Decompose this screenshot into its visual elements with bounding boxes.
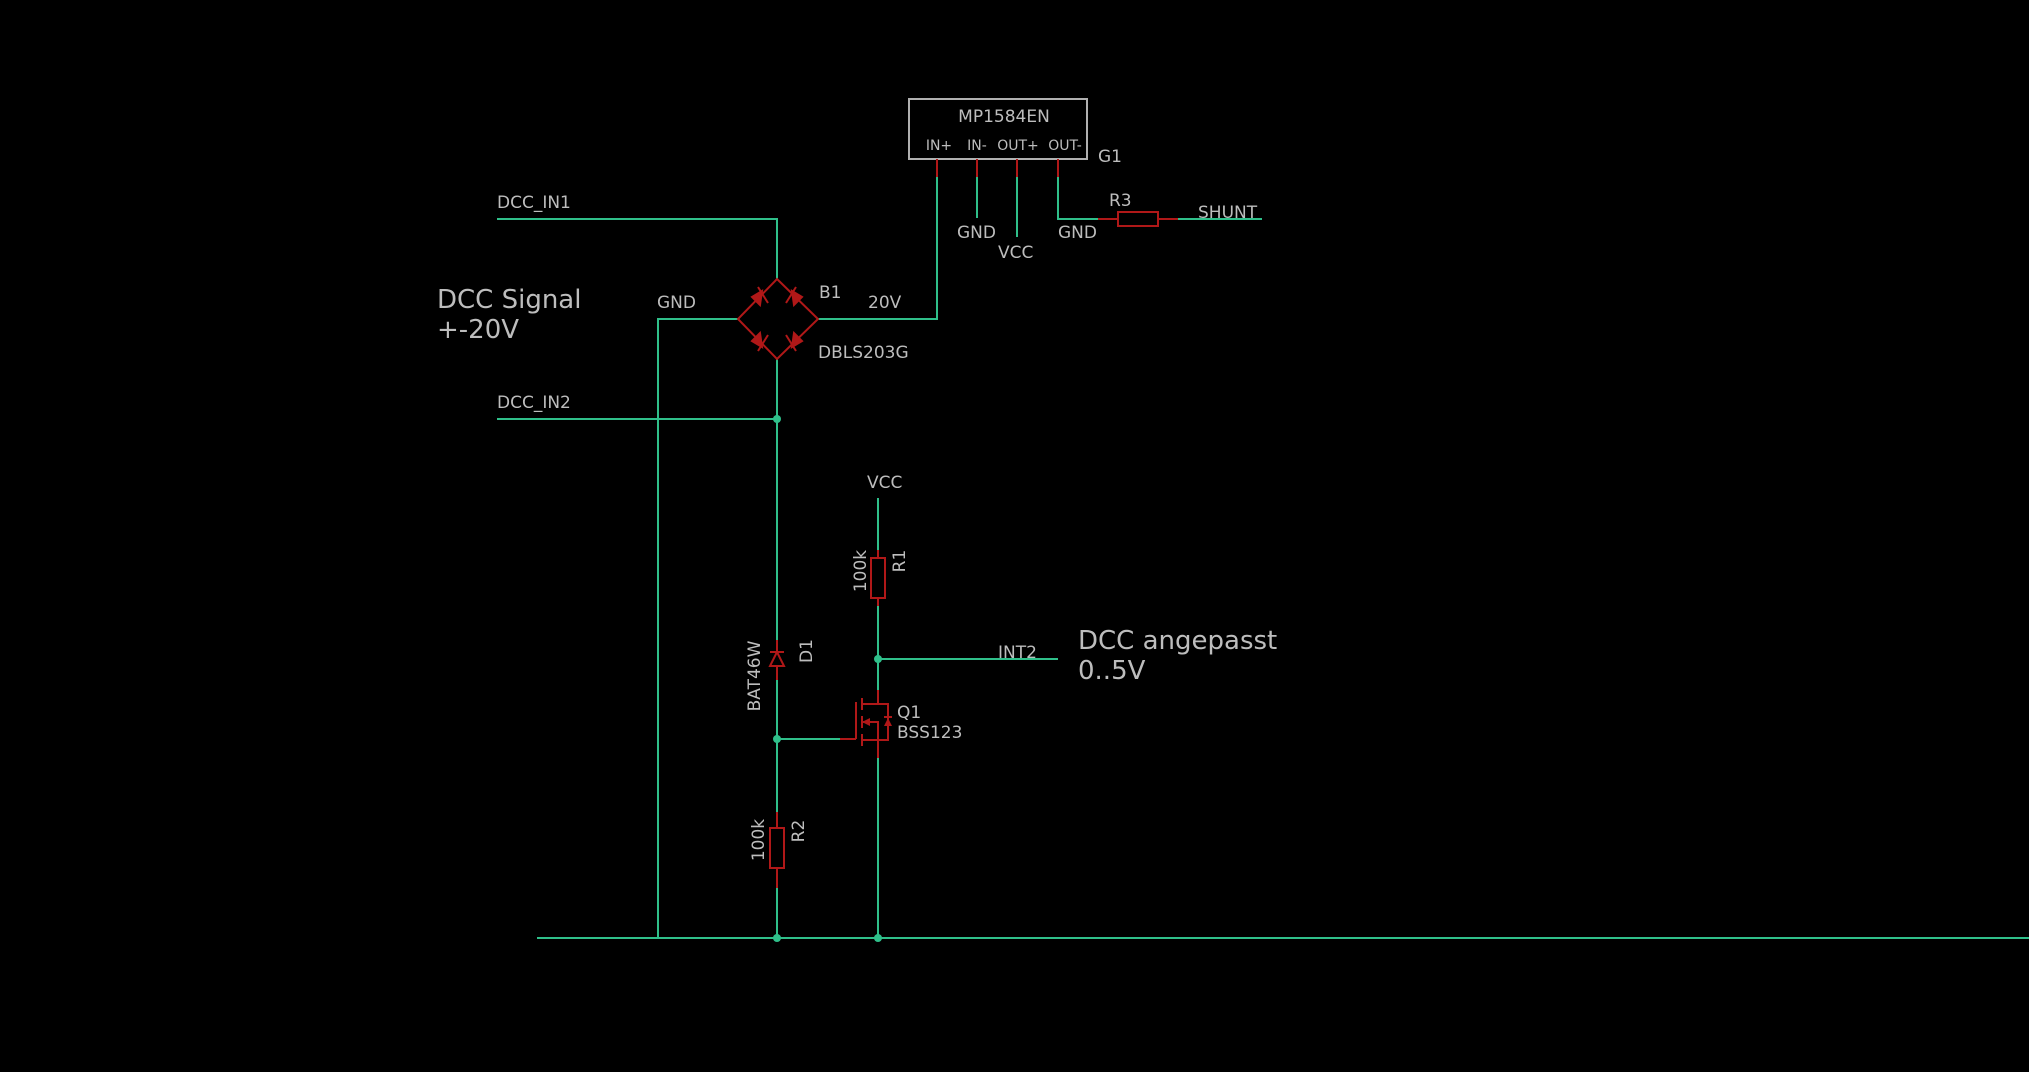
diode-d1-value: BAT46W xyxy=(745,640,765,711)
resistor-r3: R3 xyxy=(1098,191,1178,227)
net-label-vcc-r1: VCC xyxy=(867,473,902,493)
resistor-r2: R2 100k xyxy=(749,812,809,888)
bridge-b1-diode-ll xyxy=(750,330,769,352)
net-label-int2: INT2 xyxy=(998,643,1037,663)
notes: DCC Signal +-20V DCC angepasst 0..5V xyxy=(437,285,1277,686)
module-g1-outline xyxy=(908,98,1088,160)
net-label-gnd-bridge: GND xyxy=(657,293,696,313)
net-label-shunt: SHUNT xyxy=(1198,203,1258,223)
note-dcc-adapted-line1: DCC angepasst xyxy=(1078,626,1277,656)
note-dcc-signal-line2: +-20V xyxy=(437,315,519,345)
mosfet-q1-arrow xyxy=(862,718,870,726)
module-g1: MP1584EN IN+ IN- OUT+ OUT- G1 xyxy=(908,98,1122,177)
junction-dcc-in2 xyxy=(773,415,781,423)
resistor-r2-body xyxy=(769,827,785,869)
resistor-r1-value: 100k xyxy=(851,550,871,592)
pin-out-minus: OUT- xyxy=(1048,138,1082,154)
resistor-r2-value: 100k xyxy=(749,819,769,861)
bridge-b1-name: B1 xyxy=(819,283,841,303)
net-label-vcc-out-plus: VCC xyxy=(998,243,1033,263)
mosfet-q1-body-diode xyxy=(884,718,892,726)
resistor-r1-body xyxy=(870,557,886,599)
resistor-r3-body xyxy=(1117,211,1159,227)
junction-gnd-q1 xyxy=(874,934,882,942)
junctions xyxy=(773,415,882,942)
mosfet-q1-drain xyxy=(862,690,879,705)
resistor-r3-name: R3 xyxy=(1109,191,1132,211)
bridge-b1: B1 DBLS203G xyxy=(736,277,909,363)
mosfet-q1-name: Q1 xyxy=(897,703,921,723)
diode-d1-body xyxy=(768,649,786,667)
resistor-r1: R1 100k xyxy=(851,550,910,606)
mosfet-q1-value: BSS123 xyxy=(897,723,962,743)
net-label-gnd-in-minus: GND xyxy=(957,223,996,243)
resistor-r1-name: R1 xyxy=(890,550,910,573)
bridge-b1-value: DBLS203G xyxy=(818,343,909,363)
wire-gnd-bridge xyxy=(657,318,738,938)
bridge-b1-diode-lr xyxy=(785,330,804,352)
wire-out-minus xyxy=(1057,177,1098,220)
diode-d1-name: D1 xyxy=(797,639,817,663)
wire-20v xyxy=(818,177,938,320)
module-g1-name: G1 xyxy=(1098,147,1122,167)
bridge-b1-diode-ul xyxy=(750,286,769,308)
net-label-20v: 20V xyxy=(868,293,902,313)
pin-in-plus: IN+ xyxy=(926,138,952,154)
bridge-b1-diode-ur xyxy=(785,286,804,308)
wire-dcc-in1 xyxy=(497,218,778,279)
mosfet-q1: Q1 BSS123 xyxy=(840,690,962,758)
net-labels: DCC_IN1 DCC_IN2 GND 20V GND VCC GND SHUN… xyxy=(497,193,1258,663)
net-label-dcc-in1: DCC_IN1 xyxy=(497,193,571,213)
net-label-dcc-in2: DCC_IN2 xyxy=(497,393,571,413)
mosfet-q1-source xyxy=(862,739,879,758)
junction-gnd-r2 xyxy=(773,934,781,942)
module-g1-value: MP1584EN xyxy=(958,107,1050,127)
bridge-b1-outline xyxy=(736,277,820,361)
pin-out-plus: OUT+ xyxy=(997,138,1039,154)
resistor-r2-name: R2 xyxy=(789,820,809,843)
wires xyxy=(497,177,2029,939)
note-dcc-signal-line1: DCC Signal xyxy=(437,285,581,315)
junction-int2 xyxy=(874,655,882,663)
note-dcc-adapted-line2: 0..5V xyxy=(1078,656,1146,686)
diode-d1: D1 BAT46W xyxy=(745,639,817,711)
junction-gate xyxy=(773,735,781,743)
net-label-gnd-out-minus: GND xyxy=(1058,223,1097,243)
pin-in-minus: IN- xyxy=(967,138,987,154)
